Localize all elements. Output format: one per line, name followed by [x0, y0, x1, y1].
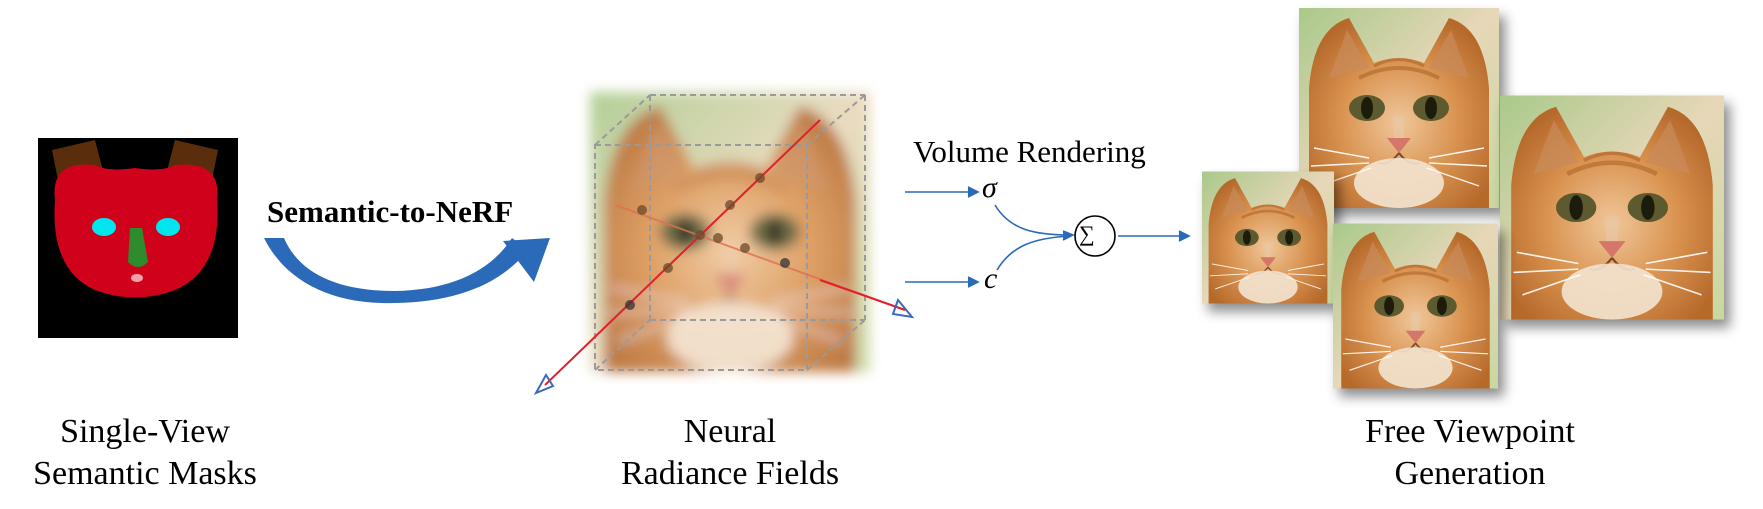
sum-symbol: ∑	[1079, 221, 1095, 246]
caption-line: Neural	[683, 413, 777, 450]
view-right	[1500, 96, 1724, 320]
caption-line: Generation	[1394, 455, 1546, 492]
view-left	[1202, 172, 1334, 304]
mask-nose	[128, 228, 148, 267]
semantic-mask	[38, 138, 238, 338]
semantic-to-nerf-arrow	[264, 238, 550, 304]
caption-semantic-masks: Single-View Semantic Masks	[0, 411, 290, 495]
view-bottom	[1333, 224, 1498, 389]
ray-red-right	[614, 204, 915, 319]
caption-line: Radiance Fields	[620, 455, 840, 492]
mask-right-eye	[156, 218, 180, 236]
mask-mouth	[131, 274, 143, 282]
semantic-to-nerf-label: Semantic-to-NeRF	[267, 194, 514, 229]
caption-line: Semantic Masks	[33, 455, 257, 492]
caption-free-viewpoint: Free Viewpoint Generation	[1320, 411, 1620, 495]
volume-rendering-flow	[905, 186, 1191, 288]
mask-left-eye	[92, 218, 116, 236]
caption-line: Free Viewpoint	[1365, 413, 1575, 450]
sigma-label: σ	[982, 171, 997, 204]
color-label: c	[984, 262, 998, 295]
ray-red-diagonal	[533, 119, 821, 396]
ray-sample-points	[625, 173, 790, 310]
sum-node	[1074, 215, 1116, 257]
volume-rendering-label: Volume Rendering	[913, 134, 1146, 169]
caption-line: Single-View	[60, 413, 230, 450]
caption-neural-radiance-fields: Neural Radiance Fields	[575, 411, 885, 495]
nerf-cube	[533, 92, 915, 396]
free-viewpoint-images	[1202, 8, 1724, 389]
